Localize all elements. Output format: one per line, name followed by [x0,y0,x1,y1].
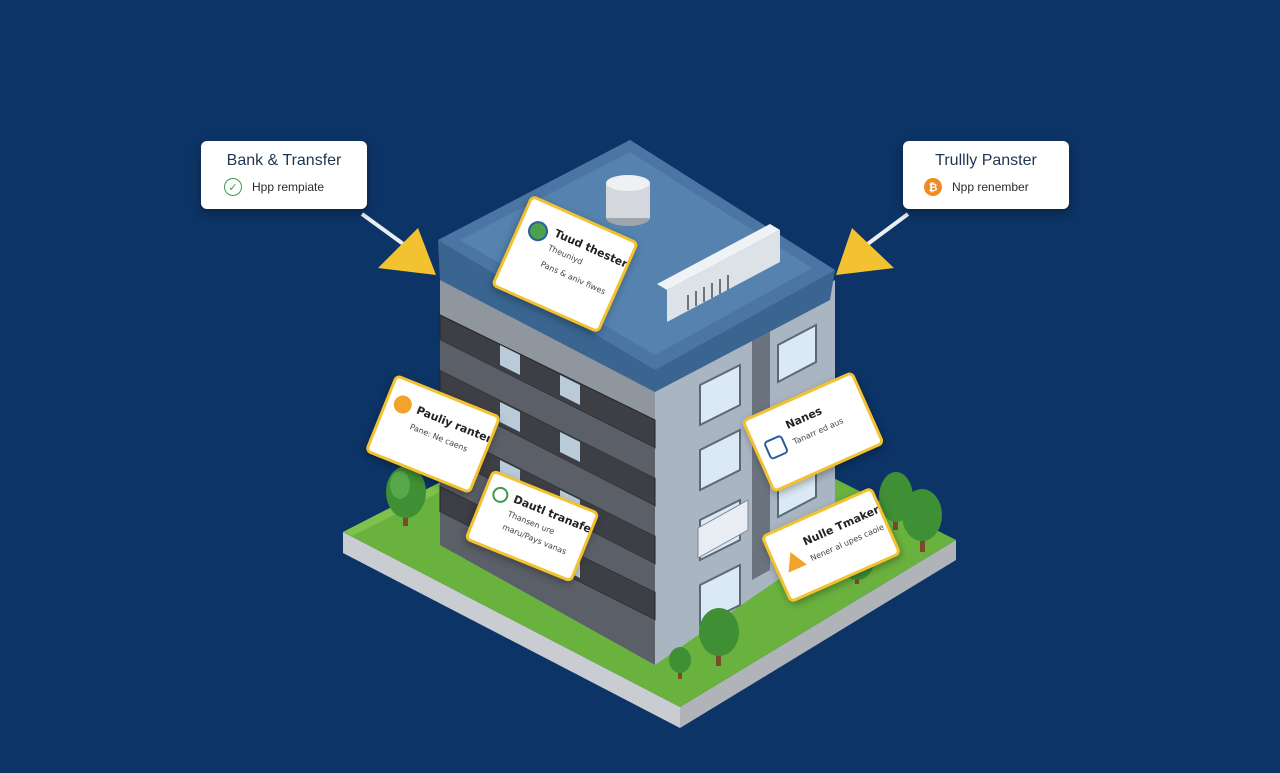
arrow-right-head [836,228,894,275]
transfer-arrows-icon [762,434,790,461]
callout-subtitle: Hpp rempiate [252,180,325,194]
callout-bank-transfer: Bank & Transfer ✓ Hpp rempiate [201,141,367,209]
card-line: Pans & aniv fiwes [539,259,607,297]
wall-sign [697,499,749,559]
callout-subtitle: Npp renember [952,180,1029,194]
check-mark-icon [489,484,511,506]
arrow-left-line [360,212,408,248]
warning-triangle-icon [781,548,807,573]
arrow-right-line [863,212,910,248]
callout-row: ₿ Npp renember [924,178,1029,196]
callout-title: Trullly Panster [935,152,1037,169]
platform-side-right [680,540,956,728]
arrow-left-head [378,228,436,275]
callout-trullly-panster: Trullly Panster ₿ Npp renember [903,141,1069,209]
bank-document-icon [391,392,415,417]
platform-side-left [343,532,680,728]
callout-title: Bank & Transfer [226,152,342,169]
bitcoin-coin-icon: ₿ [924,178,942,196]
person-avatar-icon [524,217,552,245]
callout-row: ✓ Hpp rempiate [224,178,324,196]
check-circle-icon: ✓ [224,178,242,196]
